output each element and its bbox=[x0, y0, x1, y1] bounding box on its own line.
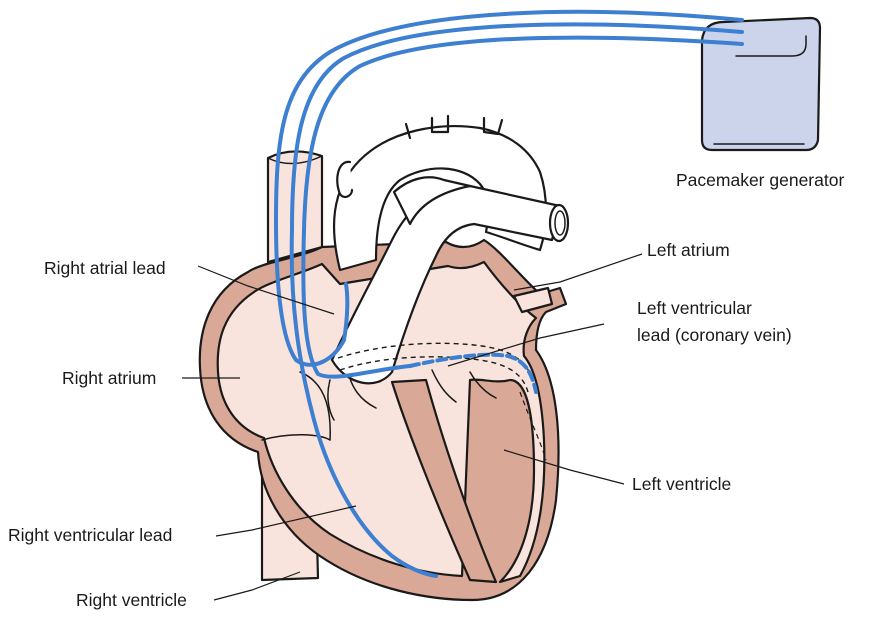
label-pacemaker-generator: Pacemaker generator bbox=[676, 170, 844, 190]
label-left-ventricular-lead-line1: Left ventricular bbox=[637, 298, 752, 318]
label-right-atrium: Right atrium bbox=[62, 368, 156, 388]
label-left-atrium: Left atrium bbox=[647, 240, 730, 260]
pacemaker-generator-icon bbox=[702, 18, 820, 150]
label-left-ventricular-lead-line2: lead (coronary vein) bbox=[637, 325, 792, 345]
label-left-ventricle: Left ventricle bbox=[632, 474, 731, 494]
label-right-ventricular-lead: Right ventricular lead bbox=[8, 525, 172, 545]
label-right-atrial-lead: Right atrial lead bbox=[44, 258, 166, 278]
label-right-ventricle: Right ventricle bbox=[76, 590, 187, 610]
